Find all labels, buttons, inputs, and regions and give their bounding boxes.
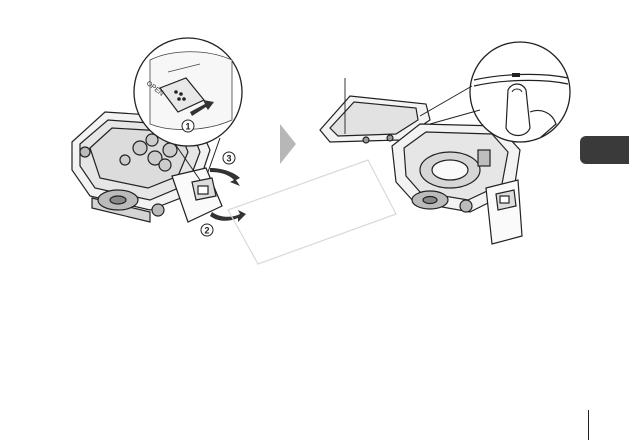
- step-2-label: 2: [204, 226, 209, 236]
- seal-zoom-bubble: [419, 41, 571, 143]
- step-marker-2: 2: [200, 210, 246, 237]
- step-marker-3: 3: [210, 151, 240, 186]
- step-1-label: 1: [185, 122, 190, 132]
- chapter-tab: [580, 136, 629, 164]
- step-3-label: 3: [226, 154, 231, 164]
- watermark-stamp: [227, 159, 397, 265]
- sequence-arrow: [280, 124, 296, 164]
- page-edge-rule: [588, 410, 589, 440]
- open-housing: [319, 78, 523, 245]
- step-marker-1: 1: [181, 119, 195, 133]
- zoom-bubble: OPEN: [133, 37, 243, 181]
